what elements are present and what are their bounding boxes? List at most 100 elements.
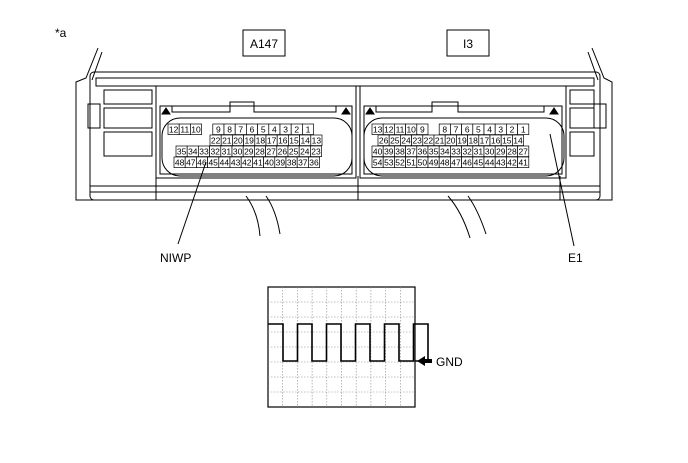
pin-number: 47 [186,157,196,167]
pin-number: 50 [418,157,428,167]
pin-number: 6 [250,124,255,134]
connector-id-i3: I3 [463,37,473,51]
figure-marker: *a [55,26,67,40]
pin-number: 19 [244,135,254,145]
pin-number: 16 [278,135,288,145]
pin-number: 41 [253,157,263,167]
pin-number: 12 [169,124,179,134]
pin-cell [310,145,322,157]
e1-callout: E1 [568,251,583,265]
pin-number: 48 [175,157,185,167]
pin-number: 36 [418,146,428,156]
pin-number: 28 [507,146,517,156]
square-waveform [268,323,429,362]
pin-number: 38 [395,146,405,156]
pin-number: 36 [309,157,319,167]
pin-number: 18 [256,135,266,145]
pin-number: 46 [197,157,207,167]
pin-number: 5 [476,124,481,134]
pin-number: 26 [278,146,288,156]
pin-number: 22 [211,135,221,145]
pin-number: 33 [451,146,461,156]
pin-number: 4 [487,124,492,134]
pin-number: 27 [266,146,276,156]
pin-number: 42 [242,157,252,167]
pin-number: 43 [231,157,241,167]
pin-number: 3 [498,124,503,134]
pin-number: 5 [261,124,266,134]
pin-number: 32 [210,146,220,156]
pin-cell [190,123,202,135]
pin-number: 8 [227,124,232,134]
pin-number: 1 [306,124,311,134]
pin-number: 30 [485,146,495,156]
pin-number: 28 [255,146,265,156]
connector-a147 [155,85,357,179]
pin-number: 32 [462,146,472,156]
oscilloscope-screen [267,286,429,408]
pin-number: 24 [300,146,310,156]
pin-number: 15 [289,135,299,145]
connector-label-a147: A147 [242,29,286,57]
pin-number: 37 [298,157,308,167]
pin-number: 44 [485,157,495,167]
pin-cell [512,134,524,146]
pin-cell [416,123,429,135]
pin-number: 7 [454,124,459,134]
pin-number: 48 [440,157,450,167]
gnd-label: GND [436,355,463,369]
pin-cell [517,145,530,157]
pin-number: 6 [465,124,470,134]
pin-number: 13 [312,135,322,145]
pin-number: 21 [222,135,232,145]
pin-number: 7 [238,124,243,134]
pin-number: 29 [496,146,506,156]
pin-number: 38 [287,157,297,167]
pin-number: 10 [191,124,201,134]
pin-number: 20 [233,135,243,145]
pin-number: 45 [208,157,218,167]
pin-number: 31 [474,146,484,156]
pin-number: 19 [457,135,467,145]
pin-number: 39 [276,157,286,167]
pin-highlight-loop-a147 [161,117,353,177]
pin-number: 35 [429,146,439,156]
pin-highlight-loop-i3 [363,117,565,177]
e1-leader-line [549,133,575,247]
pin-number: 39 [384,146,394,156]
niwp-leader-line [177,161,207,245]
pin-cell [310,134,323,146]
pin-number: 25 [289,146,299,156]
pin-number: 34 [440,146,450,156]
pin-number: 3 [283,124,288,134]
pin-number: 40 [373,146,383,156]
pin-number: 37 [406,146,416,156]
pin-number: 27 [518,146,528,156]
pin-number: 34 [188,146,198,156]
pin-number: 30 [233,146,243,156]
pin-number: 17 [480,135,490,145]
pin-number: 47 [451,157,461,167]
pin-number: 1 [521,124,526,134]
pin-number: 25 [390,135,400,145]
pin-number: 2 [294,124,299,134]
pin-number: 42 [507,157,517,167]
pin-number: 9 [216,124,221,134]
pin-cell [517,123,530,135]
pin-number: 35 [177,146,187,156]
pin-number: 23 [412,135,422,145]
pin-number: 4 [272,124,277,134]
pin-number: 26 [379,135,389,145]
pin-number: 20 [446,135,456,145]
pin-number: 14 [300,135,310,145]
wire-harness [245,195,487,239]
connector-id-a147: A147 [250,37,278,51]
pin-number: 52 [395,157,405,167]
pin-number: 49 [429,157,439,167]
connector-label-i3: I3 [446,29,490,57]
pin-cell [308,156,320,168]
pin-number: 18 [468,135,478,145]
pin-number: 31 [222,146,232,156]
pin-number: 17 [267,135,277,145]
